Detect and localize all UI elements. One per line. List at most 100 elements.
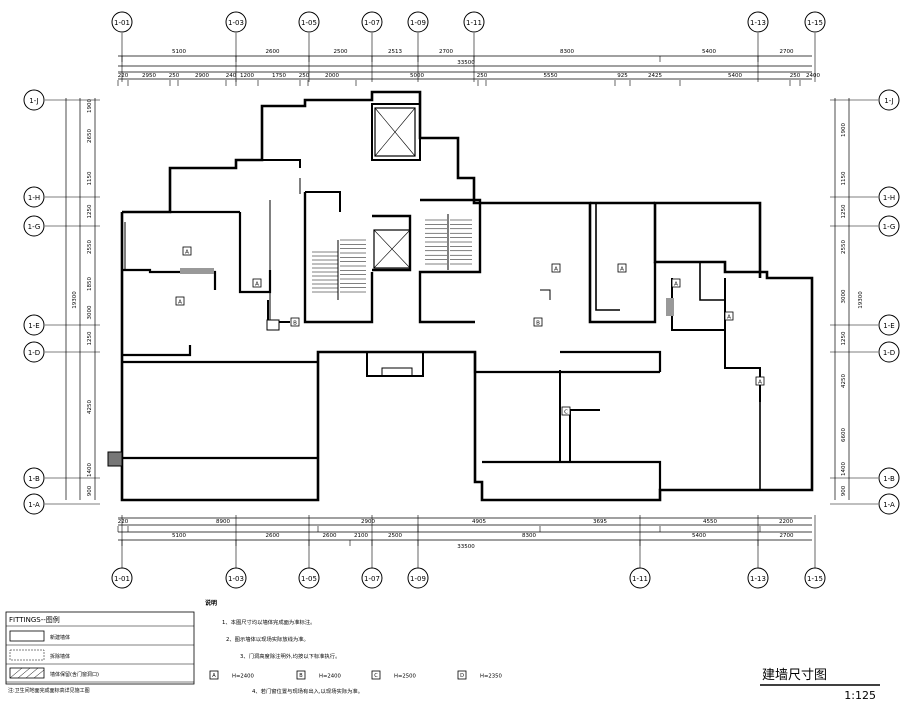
door-height-1: H=2400: [232, 674, 255, 680]
right-dim-7: 4250: [841, 374, 847, 388]
right-axis-4: 1-E: [878, 314, 900, 336]
bottom-axis-2: 1-03: [225, 567, 247, 589]
elevator-cab: [374, 107, 416, 157]
axis-bubble: [804, 567, 826, 589]
axis-label: 1-E: [883, 322, 894, 330]
axis-bubble: [878, 186, 900, 208]
axis-bubble: [878, 89, 900, 111]
axis-bubble: [629, 567, 651, 589]
right-dim-3: 1250: [841, 204, 847, 218]
left-dim-4: 1250: [87, 204, 93, 218]
legend-swatch: [9, 630, 45, 642]
door-tag-box: [209, 670, 219, 680]
left-total: 19300: [72, 291, 78, 309]
top-axis-2: 1-03: [225, 11, 247, 33]
door-tag-1: A: [212, 673, 216, 679]
wall: [595, 204, 620, 311]
top-detail-dim-9: 2000: [325, 73, 339, 79]
top-detail-dim-7: 1750: [272, 73, 286, 79]
bottom-dim-7: 5400: [692, 533, 706, 539]
legend-swatch: [9, 667, 45, 679]
axis-label: 1-13: [750, 575, 766, 583]
room-tag-1: A: [185, 249, 189, 255]
axis-label: 1-B: [28, 475, 40, 483]
axis-label: 1-J: [29, 97, 38, 105]
right-total: 19300: [858, 291, 864, 309]
top-detail-dim-15: 5400: [728, 73, 742, 79]
balcony-planter: [366, 351, 424, 377]
top-detail-dim-13: 925: [617, 73, 628, 79]
axis-bubble: [23, 314, 45, 336]
room-tag-6: A: [620, 266, 624, 272]
axis-label: 1-H: [883, 194, 895, 202]
room-tag-8: A: [758, 379, 762, 385]
bottom-axis-8: 1-15: [804, 567, 826, 589]
axis-bubble: [878, 215, 900, 237]
demolished-wall-hatch: [180, 268, 214, 274]
wall: [608, 262, 657, 324]
top-dim-8: 2700: [780, 49, 794, 55]
right-axis-3: 1-G: [878, 215, 900, 237]
bottom-axis-3: 1-05: [298, 567, 320, 589]
note-item-2: 2、图示墙体以现场实际放线为准。: [226, 635, 309, 643]
bottom-axis-5: 1-09: [407, 567, 429, 589]
right-dim-4: 2550: [841, 240, 847, 254]
left-dim-11: 900: [87, 485, 93, 496]
bottom-dim-3: 2600: [323, 533, 337, 539]
column: [266, 319, 280, 331]
wall: [559, 370, 600, 463]
axis-bubble: [878, 314, 900, 336]
right-dim-8: 6600: [841, 428, 847, 442]
top-axis-3: 1-05: [298, 11, 320, 33]
axis-bubble: [463, 11, 485, 33]
axis-label: 1-G: [28, 223, 41, 231]
wall: [122, 268, 217, 290]
axis-label: 1-11: [466, 19, 482, 27]
right-axis-7: 1-A: [878, 493, 900, 515]
top-dim-1: 5100: [172, 49, 186, 55]
right-axis-5: 1-D: [878, 341, 900, 363]
top-total: 33500: [457, 60, 475, 66]
legend-row-1: 新建墙体: [50, 634, 70, 641]
elevator-cross: [373, 229, 411, 269]
room-tag-box: [755, 376, 765, 386]
top-detail-dim-12: 5550: [544, 73, 558, 79]
door-tag-3: C: [374, 673, 378, 679]
bottom-dim-1: 5100: [172, 533, 186, 539]
grid-axis-bubbles: 1-01 1-03 1-05 1-07 1-09 1-11 1-13 1-15 1-01 1-03…: [23, 11, 900, 589]
left-axis-6: 1-B: [23, 467, 45, 489]
axis-label: 1-07: [364, 575, 380, 583]
bottom-axis-4: 1-07: [361, 567, 383, 589]
door-tag-box: [296, 670, 306, 680]
axis-label: 1-G: [883, 223, 896, 231]
right-axis-6: 1-B: [878, 467, 900, 489]
axis-label: 1-05: [301, 19, 317, 27]
top-axis-1: 1-01: [111, 11, 133, 33]
right-dim-9: 1400: [841, 462, 847, 476]
left-dim-9: 4250: [87, 400, 93, 414]
wall: [303, 192, 374, 324]
top-dim-6: 8300: [560, 49, 574, 55]
room-tag-box: [561, 406, 571, 416]
left-dim-8: 1250: [87, 331, 93, 345]
left-dim-7: 3000: [87, 305, 93, 319]
right-axis-2: 1-H: [878, 186, 900, 208]
axis-bubble: [23, 493, 45, 515]
room-tag-box: [617, 263, 627, 273]
right-dim-2: 1150: [841, 171, 847, 185]
bottom-axis-7: 1-13: [747, 567, 769, 589]
wall: [560, 350, 662, 372]
legend-swatch: [9, 649, 45, 661]
bottom-detail-dim-3: 2900: [361, 519, 375, 525]
bottom-axis-1: 1-01: [111, 567, 133, 589]
note-item-4: 4、若门窗位置与现场有出入,以现场实际为准。: [252, 687, 363, 695]
left-axis-3: 1-G: [23, 215, 45, 237]
wall: [473, 352, 660, 374]
room-tag-4: B: [536, 320, 540, 326]
room-tag-7: A: [674, 281, 678, 287]
left-axis-5: 1-D: [23, 341, 45, 363]
walls: [107, 90, 814, 502]
door-tag-box: [457, 670, 467, 680]
